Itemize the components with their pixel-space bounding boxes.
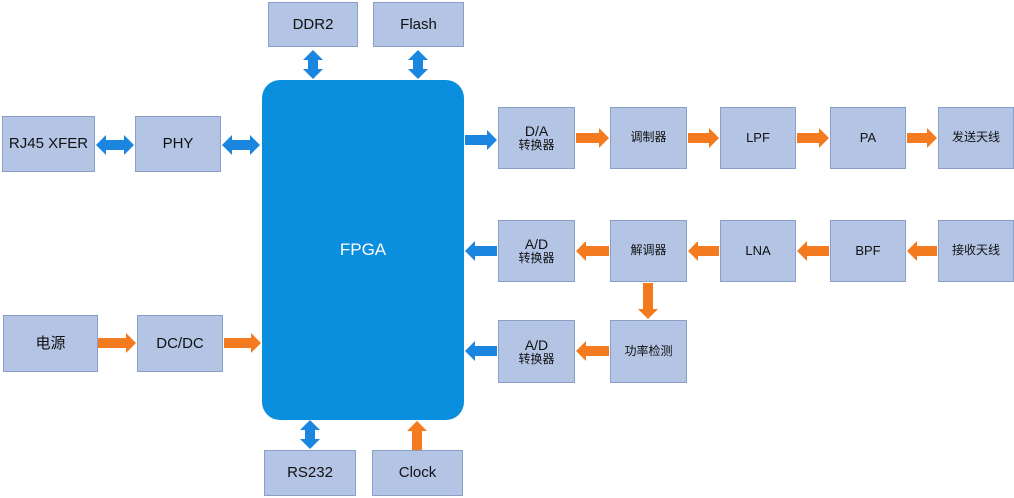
rx-antenna-block: 接收天线: [938, 220, 1014, 282]
ad-converter-pd-subtitle: 转换器: [518, 351, 555, 366]
ad-converter-rx-subtitle: 转换器: [518, 251, 555, 266]
ad-fpga-pd-arrow: [465, 341, 497, 361]
demodulator-block: 解调器: [610, 220, 687, 282]
demod-ad-arrow: [576, 241, 609, 261]
power-detector-block: 功率检测: [610, 320, 687, 383]
da-converter-subtitle: 转换器: [518, 138, 555, 153]
clock-fpga-arrow: [407, 421, 427, 450]
phy-block: PHY: [135, 116, 221, 172]
modulator-block: 调制器: [610, 107, 687, 169]
dcdc-fpga-arrow: [224, 333, 261, 353]
rj45-phy-arrow: [96, 135, 134, 155]
fpga-block: FPGA: [262, 80, 464, 420]
bpf-block: BPF: [830, 220, 906, 282]
lna-label: LNA: [745, 242, 771, 258]
rs232-label: RS232: [287, 464, 333, 482]
ad-converter-rx-block: A/D 转换器: [498, 220, 575, 282]
power-block: 电源: [3, 315, 98, 372]
clock-block: Clock: [372, 450, 463, 496]
da-modulator-arrow: [576, 128, 609, 148]
rx-antenna-label: 接收天线: [951, 243, 1000, 258]
lpf-pa-arrow: [797, 128, 829, 148]
ddr2-label: DDR2: [292, 15, 334, 33]
fpga-da-arrow: [465, 130, 497, 150]
ad-converter-rx-title: A/D: [524, 236, 549, 253]
rj45-xfer-block: RJ45 XFER: [2, 116, 95, 172]
da-converter-title: D/A: [524, 123, 549, 140]
ddr2-fpga-arrow: [303, 50, 323, 79]
flash-fpga-arrow: [408, 50, 428, 79]
pa-antenna-arrow: [907, 128, 937, 148]
pa-label: PA: [859, 129, 877, 145]
clock-label: Clock: [398, 464, 437, 482]
lna-demod-arrow: [688, 241, 719, 261]
tx-antenna-label: 发送天线: [951, 130, 1000, 145]
demodulator-label: 解调器: [630, 243, 667, 258]
lna-block: LNA: [720, 220, 796, 282]
bpf-label: BPF: [855, 242, 881, 258]
lpf-block: LPF: [720, 107, 796, 169]
da-converter-block: D/A 转换器: [498, 107, 575, 169]
modulator-lpf-arrow: [688, 128, 719, 148]
lpf-label: LPF: [746, 129, 770, 145]
dcdc-block: DC/DC: [137, 315, 223, 372]
rj45-label: RJ45 XFER: [8, 135, 89, 153]
rx-antenna-bpf-arrow: [907, 241, 937, 261]
pa-block: PA: [830, 107, 906, 169]
bpf-lna-arrow: [797, 241, 829, 261]
demod-detector-arrow: [638, 283, 658, 319]
detector-ad-arrow: [576, 341, 609, 361]
flash-label: Flash: [400, 15, 437, 33]
modulator-label: 调制器: [630, 130, 667, 145]
phy-label: PHY: [162, 135, 194, 153]
power-label: 电源: [35, 334, 66, 352]
ad-converter-pd-block: A/D 转换器: [498, 320, 575, 383]
rs232-fpga-arrow: [300, 420, 320, 449]
flash-block: Flash: [373, 2, 464, 47]
ad-fpga-rx-arrow: [465, 241, 497, 261]
ad-converter-pd-title: A/D: [524, 336, 549, 353]
fpga-label: FPGA: [339, 240, 387, 259]
ddr2-block: DDR2: [268, 2, 358, 47]
rs232-block: RS232: [264, 450, 356, 496]
dcdc-label: DC/DC: [156, 334, 204, 352]
power-dcdc-arrow: [98, 333, 136, 353]
phy-fpga-arrow: [222, 135, 260, 155]
tx-antenna-block: 发送天线: [938, 107, 1014, 169]
power-detector-label: 功率检测: [624, 343, 673, 358]
